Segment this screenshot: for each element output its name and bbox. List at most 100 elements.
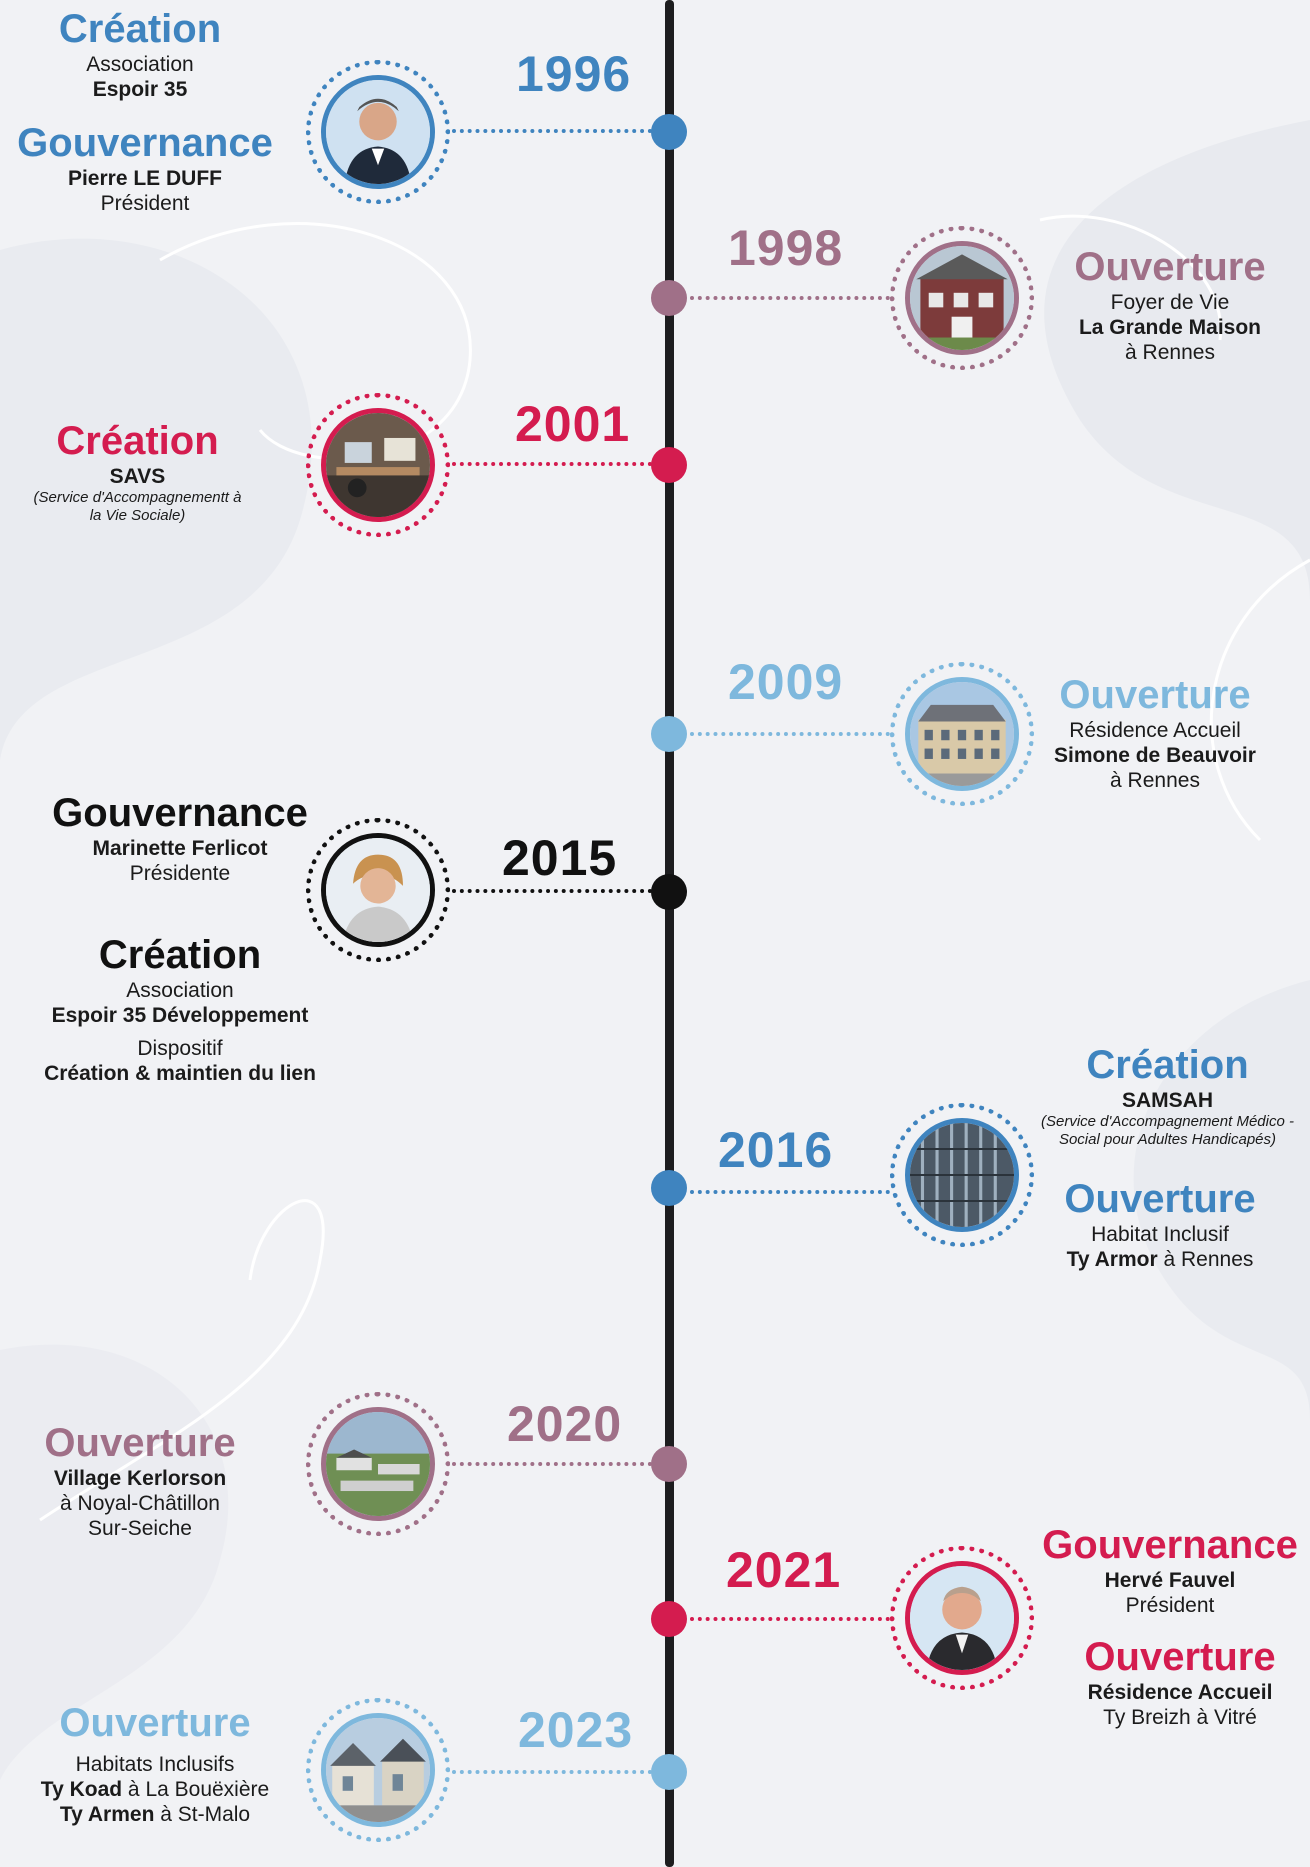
building-photo: [905, 677, 1019, 791]
connector-1998: [690, 296, 890, 300]
timeline-axis: [665, 0, 674, 1867]
opening-line: Résidence Accueil: [1069, 719, 1241, 742]
opening-heading: Ouverture: [1084, 1635, 1276, 1679]
village-aerial-photo: [321, 1407, 435, 1521]
event-1996-creation: Création Association Espoir 35: [20, 6, 260, 102]
creation-name: SAMSAH: [1121, 1089, 1213, 1112]
house-photo: [905, 241, 1019, 355]
event-2020-opening: Ouverture Village Kerlorson à Noyal-Chât…: [30, 1420, 250, 1541]
governance-heading: Gouvernance: [17, 121, 273, 165]
year-label-1996: 1996: [516, 46, 632, 102]
facade-photo: [905, 1118, 1019, 1232]
connector-2020: [452, 1462, 660, 1466]
opening-site-2: Ty Armen à St-Malo: [20, 1802, 290, 1827]
opening-heading: Ouverture: [1074, 245, 1266, 289]
opening-name: Ty Armor: [1066, 1248, 1158, 1271]
connector-2016: [690, 1190, 890, 1194]
creation-heading: Création: [56, 419, 219, 463]
governance-name: Hervé Fauvel: [1104, 1569, 1236, 1592]
dispositif-line: Dispositif: [137, 1037, 223, 1060]
medallion-2009: [890, 662, 1034, 806]
creation-line: Association: [86, 53, 194, 76]
creation-name: Espoir 35 Développement: [51, 1004, 309, 1027]
governance-heading: Gouvernance: [52, 791, 308, 835]
opening-line: Foyer de Vie: [1110, 291, 1230, 314]
opening-location: à Noyal-Châtillon: [60, 1492, 220, 1515]
opening-name: Simone de Beauvoir: [1054, 744, 1256, 767]
opening-name: Résidence Accueil: [1087, 1681, 1273, 1704]
creation-heading: Création: [98, 933, 262, 977]
opening-name-line: Ty Armor à Rennes: [1040, 1247, 1280, 1272]
year-label-2001: 2001: [515, 396, 631, 452]
connector-1996: [452, 129, 660, 133]
timeline-dot-2016: [651, 1170, 687, 1206]
opening-line: Habitat Inclusif: [1091, 1223, 1229, 1246]
opening-heading: Ouverture: [59, 1701, 251, 1745]
medallion-2016: [890, 1103, 1034, 1247]
opening-heading: Ouverture: [1064, 1177, 1256, 1221]
medallion-2023: [306, 1698, 450, 1842]
creation-name: SAVS: [109, 465, 166, 488]
timeline-dot-2001: [651, 447, 687, 483]
governance-role: Président: [100, 192, 190, 215]
portrait-man-bald-photo: [905, 1561, 1019, 1675]
event-2015-creation: Création Association Espoir 35 Développe…: [20, 932, 340, 1086]
connector-2021: [690, 1617, 890, 1621]
opening-location-2: Sur-Seiche: [88, 1517, 192, 1540]
creation-line: Association: [126, 979, 234, 1002]
creation-name: Espoir 35: [92, 78, 188, 101]
timeline-dot-2021: [651, 1601, 687, 1637]
event-2001-creation: Création SAVS (Service d'Accompagnementt…: [30, 418, 245, 525]
timeline-dot-2015: [651, 874, 687, 910]
modern-houses-photo: [321, 1713, 435, 1827]
year-label-2009: 2009: [728, 654, 844, 710]
event-2015-governance: Gouvernance Marinette Ferlicot Président…: [30, 790, 330, 886]
governance-role: Président: [1125, 1594, 1215, 1617]
governance-name: Pierre LE DUFF: [67, 167, 223, 190]
opening-site-2-location: à St-Malo: [154, 1803, 251, 1826]
portrait-man-photo: [321, 75, 435, 189]
opening-location: à Rennes: [1125, 341, 1215, 364]
opening-location: à Rennes: [1110, 769, 1200, 792]
governance-role: Présidente: [129, 862, 231, 885]
opening-heading: Ouverture: [44, 1421, 236, 1465]
timeline-dot-1996: [651, 114, 687, 150]
opening-site-1-location: à La Bouëxière: [122, 1778, 270, 1801]
timeline-dot-2023: [651, 1754, 687, 1790]
opening-location: à Rennes: [1157, 1248, 1254, 1271]
opening-location: Ty Breizh à Vitré: [1103, 1706, 1257, 1729]
opening-site-2-name: Ty Armen: [59, 1803, 155, 1826]
medallion-2021: [890, 1546, 1034, 1690]
year-label-2015: 2015: [502, 830, 618, 886]
creation-heading: Création: [1086, 1043, 1249, 1087]
medallion-1998: [890, 226, 1034, 370]
office-photo: [321, 408, 435, 522]
event-2021-governance: Gouvernance Hervé Fauvel Président: [1032, 1522, 1308, 1618]
timeline-dot-2020: [651, 1446, 687, 1482]
opening-site-1-name: Ty Koad: [40, 1778, 123, 1801]
creation-detail: (Service d'Accompagnement Médico - Socia…: [1041, 1113, 1294, 1148]
connector-2001: [452, 462, 660, 466]
event-2016-creation: Création SAMSAH (Service d'Accompagnemen…: [1030, 1042, 1305, 1149]
year-label-2020: 2020: [507, 1396, 623, 1452]
connector-2015: [452, 889, 660, 893]
creation-detail: (Service d'Accompagnementt à la Vie Soci…: [33, 489, 242, 524]
opening-name: La Grande Maison: [1078, 316, 1262, 339]
portrait-woman-photo: [321, 833, 435, 947]
event-2023-opening: Ouverture Habitats Inclusifs Ty Koad à L…: [20, 1700, 290, 1827]
medallion-2015: [306, 818, 450, 962]
event-2009-opening: Ouverture Résidence Accueil Simone de Be…: [1040, 672, 1270, 793]
timeline-dot-2009: [651, 716, 687, 752]
dispositif-name: Création & maintien du lien: [44, 1062, 316, 1085]
event-1998-opening: Ouverture Foyer de Vie La Grande Maison …: [1040, 244, 1300, 365]
year-label-2016: 2016: [718, 1122, 834, 1178]
event-2021-opening: Ouverture Résidence Accueil Ty Breizh à …: [1060, 1634, 1300, 1730]
connector-2023: [452, 1770, 660, 1774]
governance-heading: Gouvernance: [1042, 1523, 1298, 1567]
year-label-1998: 1998: [728, 220, 844, 276]
opening-heading: Ouverture: [1059, 673, 1251, 717]
opening-name: Village Kerlorson: [53, 1467, 227, 1490]
opening-site-1: Ty Koad à La Bouëxière: [20, 1777, 290, 1802]
